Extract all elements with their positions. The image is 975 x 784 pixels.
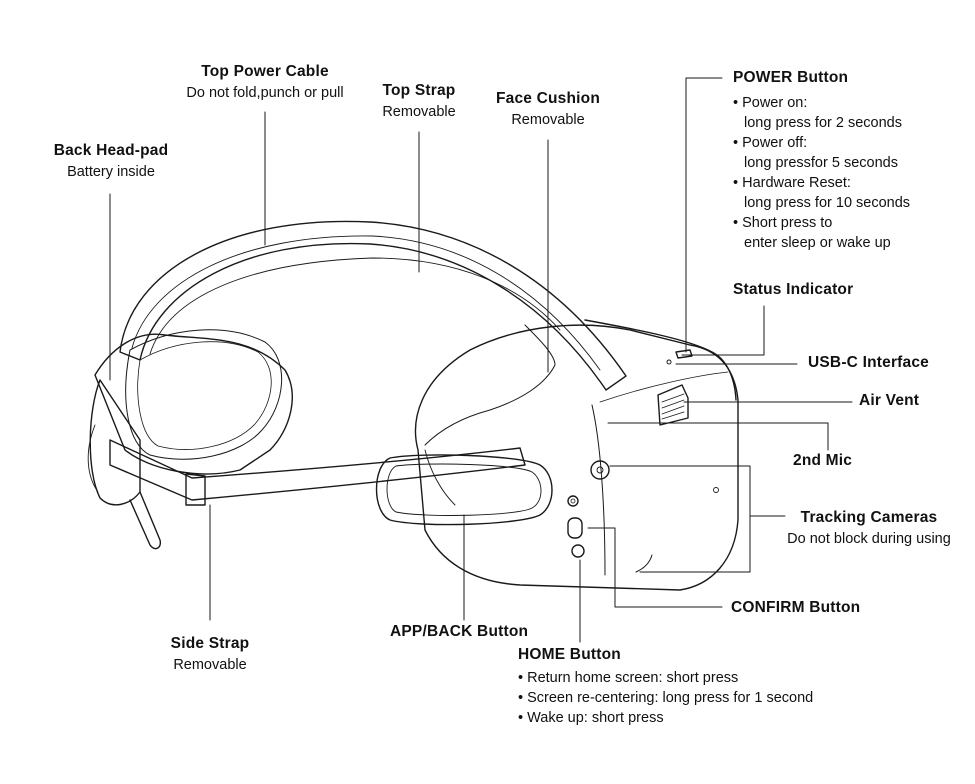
home-button-shape	[571, 544, 585, 558]
tracking-camera	[590, 460, 610, 480]
tracking-cameras-note: Do not block during using	[787, 531, 951, 547]
side-strap-shape	[109, 439, 526, 501]
power-note-line: • Short press to	[733, 215, 833, 231]
power-note-line: long pressfor 5 seconds	[744, 155, 898, 171]
side-strap-label: Side Strap Removable	[171, 635, 250, 673]
back-head-pad-shape	[94, 333, 293, 475]
power-note-line: enter sleep or wake up	[744, 235, 891, 251]
power-button-label: POWER Button • Power on: long press for …	[733, 69, 910, 253]
app-back-button-label: APP/BACK Button	[390, 623, 529, 640]
top-strap-label: Top Strap Removable	[382, 82, 455, 120]
side-strap-note: Removable	[173, 657, 247, 673]
power-note-line: • Hardware Reset:	[733, 175, 851, 191]
back-head-pad-title: Back Head-pad	[53, 142, 169, 159]
power-button-title: POWER Button	[733, 69, 849, 86]
face-cushion-label: Face Cushion Removable	[496, 90, 600, 128]
top-strap-note: Removable	[382, 104, 456, 120]
usb-c-interface-label: USB-C Interface	[808, 354, 929, 371]
usb-c-port	[675, 349, 693, 359]
second-mic-label: 2nd Mic	[793, 452, 853, 469]
strap-connector-plate	[375, 454, 553, 526]
back-head-pad-note: Battery inside	[67, 164, 155, 180]
face-cushion-title: Face Cushion	[495, 90, 601, 107]
top-strap-title: Top Strap	[382, 82, 456, 99]
home-button-title: HOME Button	[518, 646, 621, 663]
power-note-line: • Power on:	[733, 95, 808, 111]
home-note-line: • Return home screen: short press	[518, 670, 739, 686]
headset-body-shape	[414, 324, 739, 591]
home-note-line: • Screen re-centering: long press for 1 …	[518, 690, 814, 706]
power-button-notes: • Power on: long press for 2 seconds • P…	[733, 93, 910, 253]
air-vent-shape	[657, 384, 689, 426]
air-vent-label: Air Vent	[859, 392, 920, 409]
tracking-cameras-title: Tracking Cameras	[800, 509, 938, 526]
face-cushion-shape	[424, 324, 556, 446]
power-note-line: long press for 2 seconds	[744, 115, 902, 131]
confirm-button-shape	[567, 517, 583, 539]
home-note-line: • Wake up: short press	[518, 710, 664, 726]
home-button-notes: • Return home screen: short press • Scre…	[518, 668, 813, 728]
top-power-cable-title: Top Power Cable	[201, 63, 329, 80]
status-indicator-label: Status Indicator	[733, 281, 854, 298]
power-note-line: long press for 10 seconds	[744, 195, 911, 211]
back-head-pad-label: Back Head-pad Battery inside	[54, 142, 169, 180]
tracking-cameras-label: Tracking Cameras Do not block during usi…	[774, 509, 964, 547]
home-button-label: HOME Button • Return home screen: short …	[518, 646, 813, 728]
app-back-button-shape	[567, 495, 579, 507]
face-cushion-note: Removable	[511, 112, 585, 128]
top-power-cable-shape	[119, 220, 627, 391]
confirm-button-label: CONFIRM Button	[731, 599, 861, 616]
top-power-cable-label: Top Power Cable Do not fold,punch or pul…	[186, 63, 343, 101]
power-note-line: • Power off:	[733, 135, 808, 151]
top-power-cable-note: Do not fold,punch or pull	[186, 85, 344, 101]
side-strap-title: Side Strap	[170, 635, 250, 652]
